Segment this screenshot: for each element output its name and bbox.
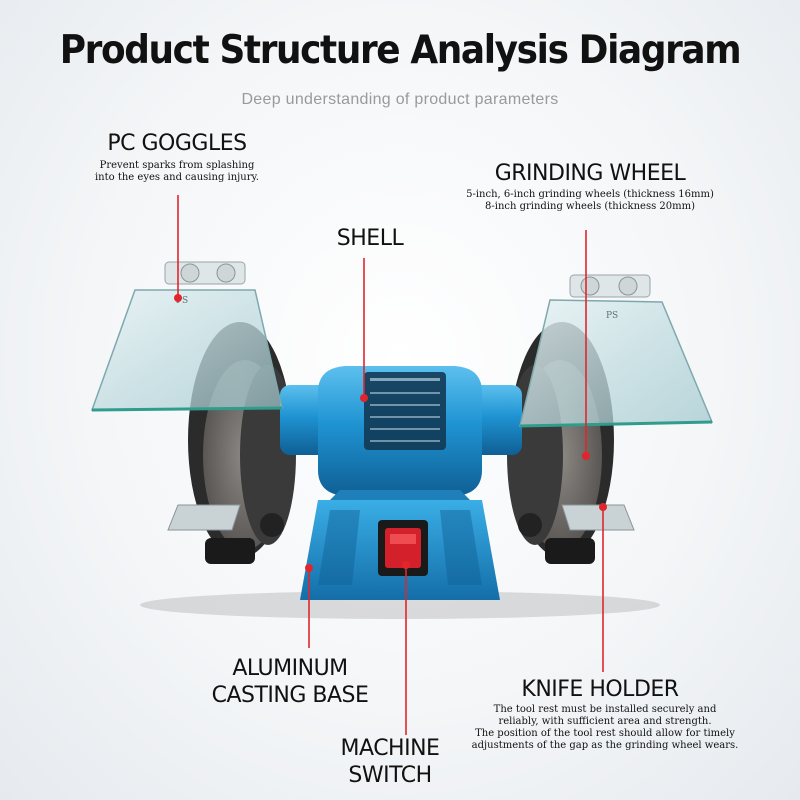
callout-dot-knife (599, 503, 607, 511)
callout-base-label-1: ALUMINUM (232, 656, 348, 681)
callout-goggles-label: PC GOGGLES (107, 131, 247, 156)
callout-shell-label: SHELL (336, 226, 404, 251)
callout-lines (174, 195, 607, 735)
callout-dot-wheel (582, 452, 590, 460)
callout-wheel-label: GRINDING WHEEL (494, 161, 686, 186)
callout-goggles-desc-1: Prevent sparks from splashing (99, 160, 255, 171)
callout-dot-switch (402, 561, 410, 569)
left-tool-rest (167, 504, 284, 564)
shield-mark-left: PS (176, 296, 188, 306)
callout-knife-desc-4: adjustments of the gap as the grinding w… (471, 740, 739, 751)
shield-mark-right: PS (606, 311, 618, 321)
right-eye-shield: PS (519, 274, 714, 428)
right-tool-rest (518, 504, 635, 564)
callout-dot-goggles (174, 294, 182, 302)
motor-shell (280, 366, 522, 496)
callout-switch-label-2: SWITCH (348, 763, 432, 788)
page-subtitle: Deep understanding of product parameters (241, 91, 559, 108)
callout-goggles-desc-2: into the eyes and causing injury. (94, 172, 259, 183)
callout-knife-desc-2: reliably, with sufficient area and stren… (498, 716, 712, 727)
callout-knife-desc-1: The tool rest must be installed securely… (493, 704, 717, 715)
callout-wheel-desc-2: 8-inch grinding wheels (thickness 20mm) (485, 201, 695, 212)
callout-knife-label: KNIFE HOLDER (521, 677, 679, 702)
callout-dot-base (305, 564, 313, 572)
callout-switch-label-1: MACHINE (340, 736, 440, 761)
page-title: Product Structure Analysis Diagram (59, 28, 742, 73)
aluminum-base (300, 490, 500, 600)
callout-base-label-2: CASTING BASE (211, 683, 369, 708)
left-eye-shield: PS (90, 261, 283, 412)
callout-wheel-desc-1: 5-inch, 6-inch grinding wheels (thicknes… (466, 189, 714, 200)
callout-knife-desc-3: The position of the tool rest should all… (475, 728, 735, 739)
callout-dot-shell (360, 394, 368, 402)
